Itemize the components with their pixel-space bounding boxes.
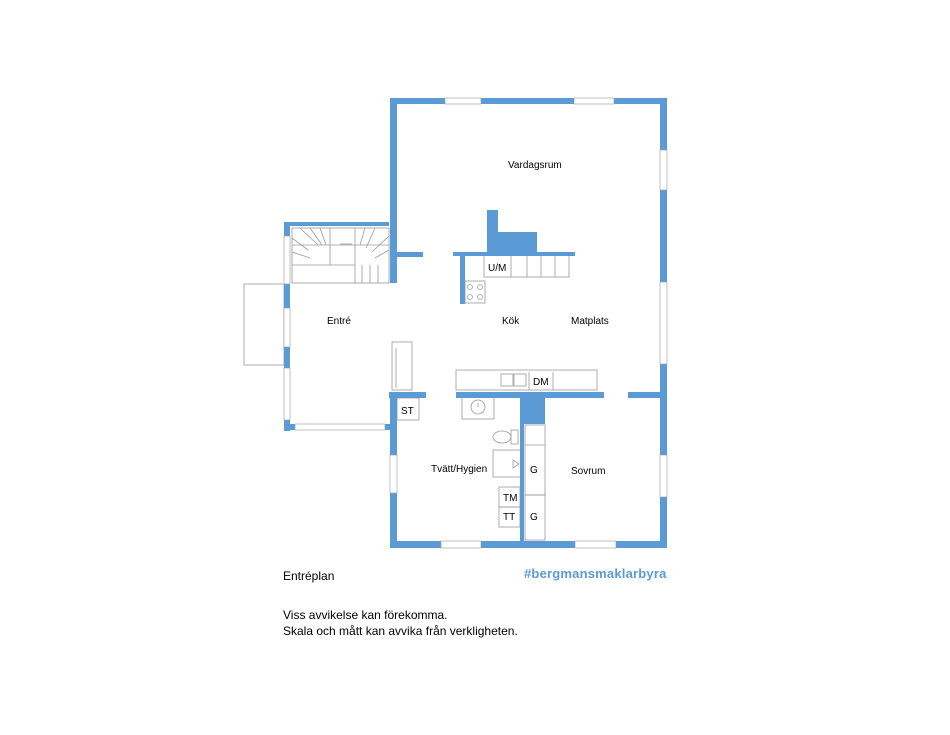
window-entre-left-1	[283, 235, 291, 285]
wardrobe-2	[524, 494, 546, 541]
fixture-label-g1: G	[530, 465, 538, 476]
fixture-label-tt: TT	[503, 512, 515, 523]
window-top-right	[573, 97, 615, 105]
stove	[464, 280, 486, 304]
plan-title: Entréplan	[283, 569, 335, 583]
island-counter	[455, 369, 598, 391]
window-right-2	[659, 281, 668, 365]
staircase	[291, 227, 390, 284]
window-entre-bottom	[294, 423, 386, 431]
fixture-label-g2: G	[530, 512, 538, 523]
window-right-1	[659, 149, 668, 191]
disclaimer-line-2: Skala och mått kan avvika från verklighe…	[283, 624, 518, 638]
fixture-label-st: ST	[401, 406, 414, 417]
door-entre	[283, 307, 291, 348]
entre-closet	[391, 341, 413, 391]
windows	[283, 97, 668, 549]
window-right-3	[659, 454, 668, 498]
washbasin	[461, 396, 495, 420]
wardrobe-1	[524, 424, 546, 496]
window-bottom-left	[440, 540, 482, 549]
fixture-label-um: U/M	[488, 263, 506, 274]
disclaimer-line-1: Viss avvikelse kan förekomma.	[283, 608, 448, 622]
room-label-vardagsrum: Vardagsrum	[508, 160, 562, 171]
window-entre-left-2	[283, 367, 291, 421]
fixture-label-tm: TM	[503, 493, 517, 504]
window-bottom-right	[574, 540, 617, 549]
room-label-entre: Entré	[327, 316, 351, 327]
brand-hashtag: #bergmansmaklarbyra	[524, 566, 667, 581]
room-label-sovrum: Sovrum	[571, 466, 605, 477]
window-top-left	[444, 97, 482, 105]
room-label-tvatt: Tvätt/Hygien	[431, 464, 487, 475]
shower	[492, 449, 522, 478]
room-label-matplats: Matplats	[571, 316, 609, 327]
room-label-kok: Kök	[502, 316, 520, 327]
disclaimer: Viss avvikelse kan förekomma. Skala och …	[283, 607, 518, 639]
porch-outline	[243, 283, 285, 366]
toilet	[492, 429, 519, 445]
window-left-bath	[389, 454, 398, 494]
fixture-label-dm: DM	[533, 377, 549, 388]
